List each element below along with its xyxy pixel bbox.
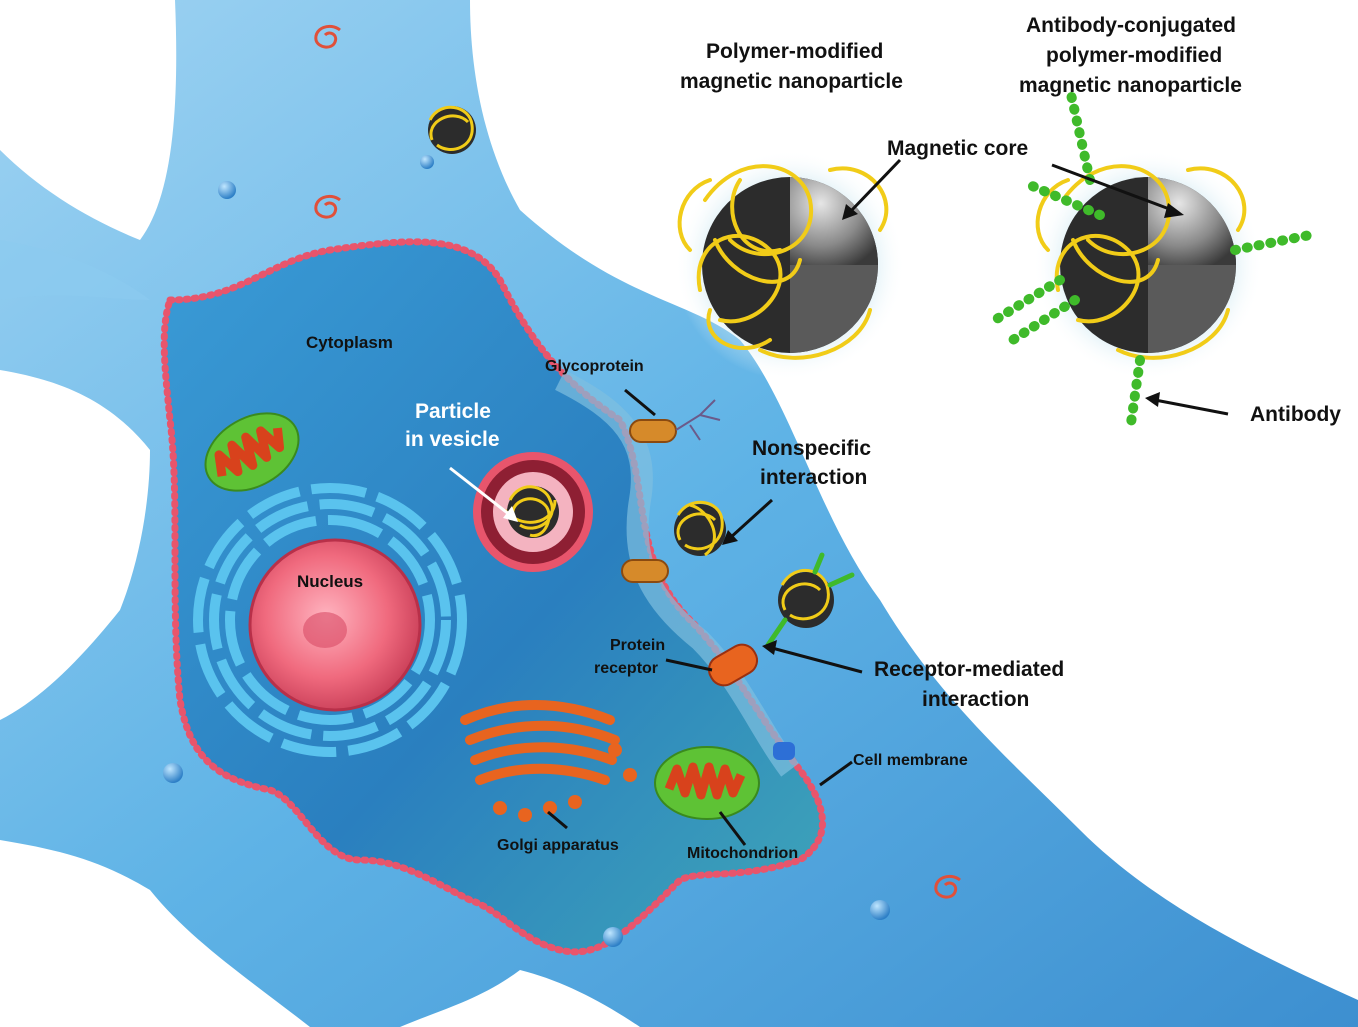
glycoprotein-branches [675,399,721,441]
membrane-channel [773,742,795,760]
spiral-icon [314,24,961,899]
mitochondrion-right [654,746,760,820]
arrow-magnetic-core-2-head [1164,203,1184,218]
free-particle-top [428,105,476,154]
golgi-apparatus [460,700,620,785]
receptor-bound-particle [765,552,855,648]
polymer-nanoparticle [675,150,905,380]
label-receptor-mediated-1: Receptor-mediated [874,658,1064,681]
glycoprotein-body [629,419,677,443]
mitochondrion-left [204,412,300,492]
label-cell-membrane: Cell membrane [853,752,968,769]
label-magnetic-core: Magnetic core [887,137,1028,160]
arrow-nonspecific-head [722,530,738,545]
label-antibody-np-1: Antibody-conjugated [1026,14,1236,37]
label-nonspecific-1: Nonspecific [752,437,871,460]
label-protein-receptor-2: receptor [594,660,658,677]
arrow-protein-receptor [665,658,713,672]
arrow-magnetic-core-1-head [842,204,858,220]
label-glycoprotein: Glycoprotein [545,358,644,375]
arrow-mitochondrion [718,811,747,846]
label-antibody-np-2: polymer-modified [1046,44,1222,67]
arrow-antibody [1154,398,1229,416]
label-polymer-np-2: magnetic nanoparticle [680,70,903,93]
label-particle-in-vesicle-1: Particle [415,400,491,423]
arrow-cell-membrane [819,760,853,787]
arrow-receptor-mediated [771,646,863,674]
label-polymer-np-1: Polymer-modified [706,40,883,63]
arrow-vesicle-head [503,506,518,522]
arrow-golgi [547,810,568,830]
label-nonspecific-2: interaction [760,466,867,489]
label-mitochondrion: Mitochondrion [687,845,798,862]
golgi-vesicles [493,743,637,822]
label-antibody: Antibody [1250,403,1341,426]
arrow-glycoprotein [624,388,656,417]
label-golgi: Golgi apparatus [497,837,619,854]
label-protein-receptor-1: Protein [610,637,665,654]
arrow-magnetic-core-1 [848,158,902,214]
arrow-vesicle [449,466,511,517]
arrow-antibody-head [1145,392,1160,407]
arrow-magnetic-core-2 [1051,163,1173,212]
antibody-nanoparticle [990,85,1315,435]
label-nucleus: Nucleus [297,572,363,591]
protein-receptor-body [707,643,759,687]
label-particle-in-vesicle-2: in vesicle [405,428,500,451]
label-cytoplasm: Cytoplasm [306,333,393,352]
beads [163,155,890,947]
arrow-nonspecific [728,498,774,540]
label-antibody-np-3: magnetic nanoparticle [1019,74,1242,97]
arrow-receptor-mediated-head [762,640,777,655]
endoplasmic-reticulum [193,483,467,757]
nonspecific-particle [674,500,726,557]
cell-arm-left [0,240,150,300]
vesicle [473,452,593,572]
nucleolus [303,612,347,648]
label-receptor-mediated-2: interaction [922,688,1029,711]
glycoprotein-lower [621,559,669,583]
